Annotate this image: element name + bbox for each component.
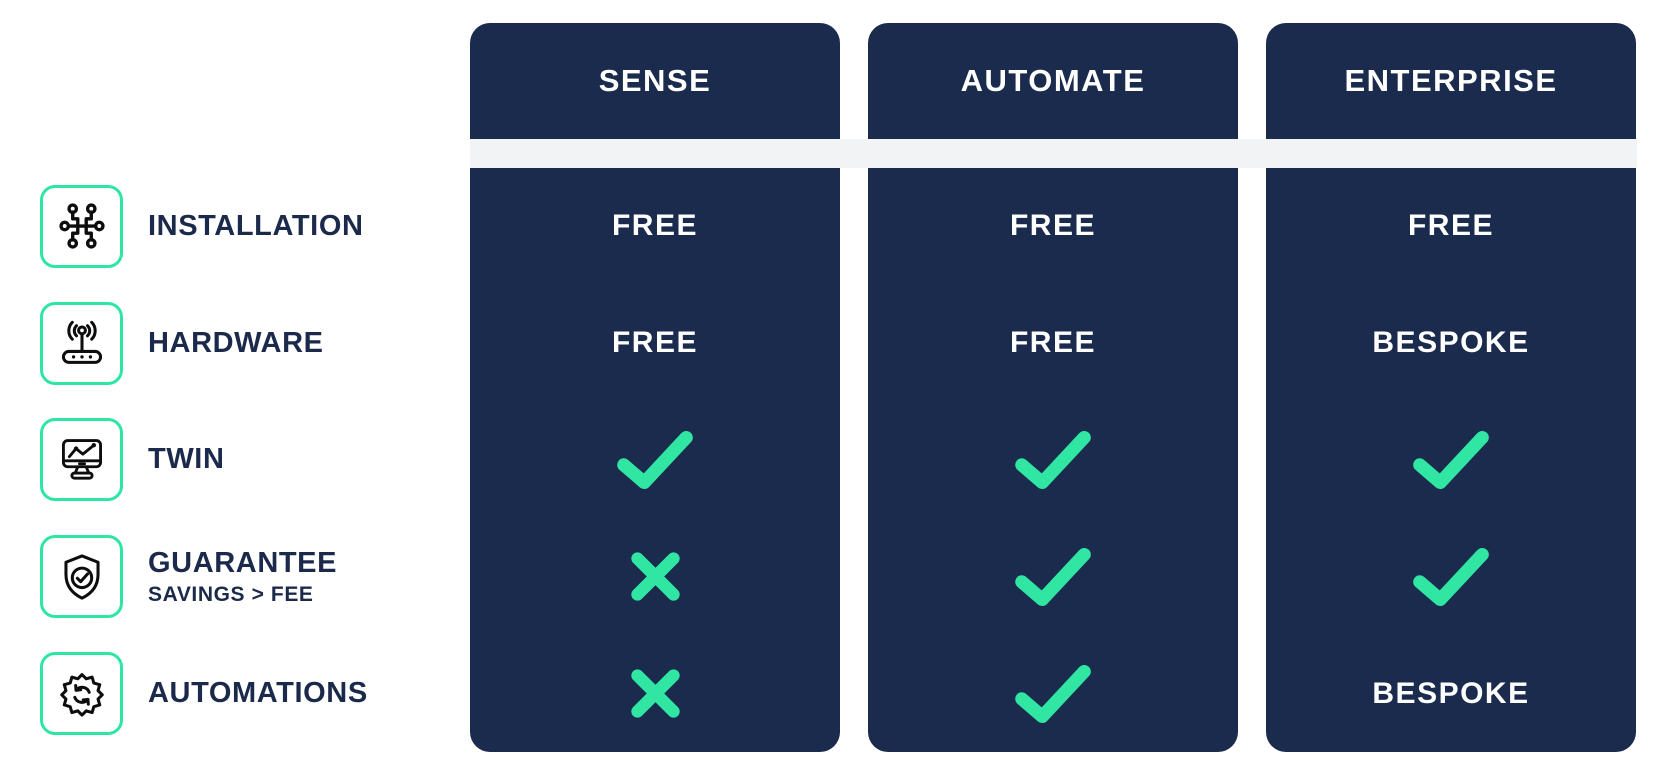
- feature-label: GUARANTEE: [148, 546, 338, 579]
- features-column: INSTALLATION HARDWARE TWIN: [40, 168, 465, 752]
- cross-icon: [630, 669, 680, 718]
- plan-body-automate: FREE FREE: [868, 168, 1238, 752]
- feature-row: GUARANTEE SAVINGS > FEE: [40, 518, 465, 635]
- plan-cell: [868, 402, 1238, 519]
- feature-label: AUTOMATIONS: [148, 676, 368, 709]
- feature-label: HARDWARE: [148, 326, 324, 359]
- plan-column-sense: SENSE FREE FREE: [470, 0, 840, 774]
- plan-name: ENTERPRISE: [1344, 63, 1558, 98]
- feature-row: TWIN: [40, 402, 465, 519]
- plan-header-automate: AUTOMATE: [868, 23, 1238, 139]
- cell-value: FREE: [1407, 209, 1494, 243]
- guarantee-icon: [63, 554, 100, 600]
- cell-value: BESPOKE: [1372, 676, 1530, 710]
- check-icon: [1015, 664, 1091, 723]
- feature-label-group: GUARANTEE SAVINGS > FEE: [148, 547, 337, 607]
- cell-value: FREE: [1009, 326, 1096, 360]
- cross-icon: [630, 552, 680, 601]
- automations-icon-box: [40, 652, 123, 736]
- plan-name: SENSE: [598, 63, 712, 98]
- cell-value: FREE: [611, 209, 698, 243]
- plan-cell: [1266, 402, 1636, 519]
- feature-label-group: HARDWARE: [148, 327, 324, 360]
- check-icon: [1015, 430, 1091, 490]
- feature-label: INSTALLATION: [148, 209, 364, 242]
- feature-label-group: TWIN: [148, 443, 225, 476]
- plan-cell: [470, 635, 840, 752]
- feature-label-group: INSTALLATION: [148, 210, 364, 243]
- check-icon: [1413, 430, 1489, 490]
- plan-column-automate: AUTOMATE FREE FREE: [868, 0, 1238, 774]
- feature-row: AUTOMATIONS: [40, 635, 465, 752]
- plan-cell: FREE: [868, 168, 1238, 285]
- plan-cell: BESPOKE: [1266, 285, 1636, 402]
- plan-cell: FREE: [470, 168, 840, 285]
- feature-row: INSTALLATION: [40, 168, 465, 285]
- check-icon: [1015, 547, 1091, 606]
- cell-value: FREE: [611, 326, 698, 360]
- twin-icon: [61, 439, 102, 480]
- twin-icon-box: [40, 418, 123, 502]
- cell-value: FREE: [1009, 209, 1096, 243]
- automations-icon: [59, 672, 104, 717]
- plan-cell: FREE: [470, 285, 840, 402]
- plan-cell: [470, 402, 840, 519]
- plan-body-sense: FREE FREE: [470, 168, 840, 752]
- plan-cell: [868, 635, 1238, 752]
- installation-icon-box: [40, 184, 123, 268]
- plan-cell: [470, 518, 840, 635]
- plan-cell: FREE: [868, 285, 1238, 402]
- plan-body-enterprise: FREE BESPOKE BESPOKE: [1266, 168, 1636, 752]
- check-icon: [1413, 547, 1489, 606]
- plan-cell: BESPOKE: [1266, 635, 1636, 752]
- plan-cell: [1266, 518, 1636, 635]
- installation-icon: [58, 203, 105, 250]
- hardware-icon-box: [40, 301, 123, 385]
- hardware-icon: [61, 320, 102, 365]
- plan-cell: [868, 518, 1238, 635]
- guarantee-icon-box: [40, 535, 123, 619]
- feature-sublabel: SAVINGS > FEE: [148, 582, 314, 606]
- header-separator-band: [470, 139, 1637, 168]
- plan-column-enterprise: ENTERPRISE FREE BESPOKE BESPOKE: [1266, 0, 1636, 774]
- plan-header-enterprise: ENTERPRISE: [1266, 23, 1636, 139]
- feature-label-group: AUTOMATIONS: [148, 677, 368, 710]
- cell-value: BESPOKE: [1372, 326, 1530, 360]
- plan-name: AUTOMATE: [960, 63, 1146, 98]
- feature-label: TWIN: [148, 443, 225, 476]
- plan-header-sense: SENSE: [470, 23, 840, 139]
- check-icon: [617, 430, 693, 490]
- plan-cell: FREE: [1266, 168, 1636, 285]
- feature-row: HARDWARE: [40, 285, 465, 402]
- plans-columns: SENSE FREE FREE AUTOMATE FREE FREE ENTERPRIS…: [470, 0, 1637, 774]
